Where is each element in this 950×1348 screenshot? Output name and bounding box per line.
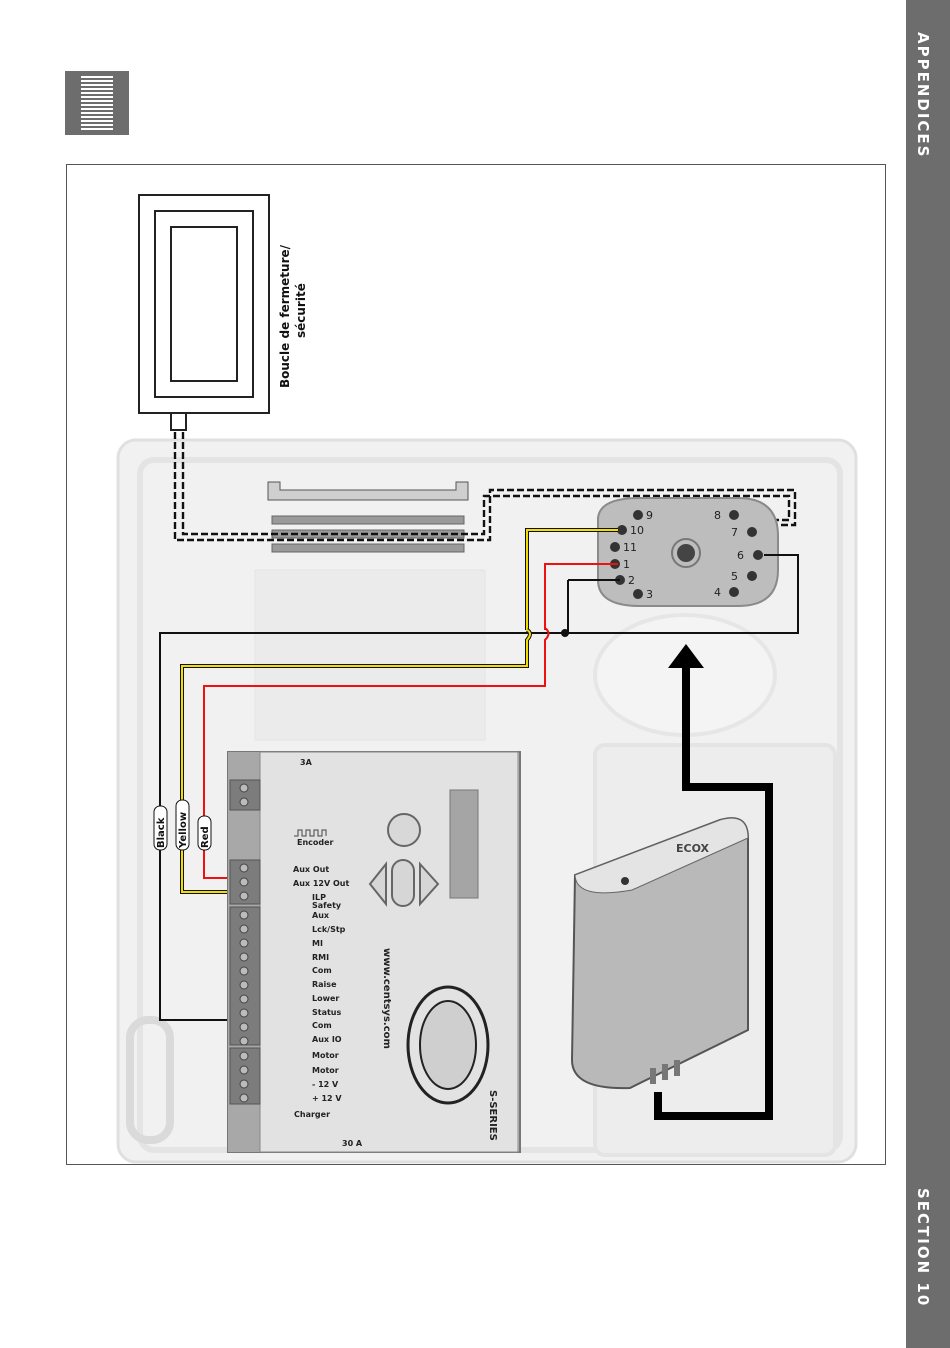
terminal-com-2: Com [312, 1021, 332, 1030]
pin-6: 6 [737, 549, 744, 562]
safety-loop [139, 195, 269, 430]
terminal-lck-stp: Lck/Stp [312, 925, 346, 934]
terminal-safety: Safety [312, 901, 342, 910]
terminal-status: Status [312, 1008, 342, 1017]
yellow-wire-label: Yellow [178, 812, 189, 849]
terminal-motor-2: Motor [312, 1066, 339, 1075]
terminal-lower: Lower [312, 994, 339, 1003]
module-brand-label: ECOX [676, 842, 710, 855]
pin-7: 7 [731, 526, 738, 539]
pin-3: 3 [646, 588, 653, 601]
fuse-3a-label: 3A [300, 758, 313, 767]
terminal-mi: MI [312, 939, 323, 948]
black-wire-label: Black [156, 817, 167, 848]
terminal-plus-12v: + 12 V [312, 1094, 342, 1103]
terminal-minus-12v: - 12 V [312, 1080, 339, 1089]
pin-10: 10 [630, 524, 644, 537]
terminal-aux-out: Aux Out [293, 865, 329, 874]
pin-9: 9 [646, 509, 653, 522]
pin-5: 5 [731, 570, 738, 583]
loop-label-line1: Boucle de fermeture/ [278, 244, 292, 388]
encoder-label: Encoder [297, 838, 334, 847]
terminal-aux-12v: Aux 12V Out [293, 879, 349, 888]
red-wire-label: Red [200, 826, 211, 848]
loop-label-line2: sécurité [294, 283, 308, 338]
terminal-raise: Raise [312, 980, 337, 989]
fuse-30a-label: 30 A [342, 1139, 363, 1148]
controller-board [228, 752, 520, 1152]
pin-4: 4 [714, 586, 721, 599]
series-label: S-SERIES [487, 1090, 498, 1141]
terminal-aux-io: Aux IO [312, 1035, 342, 1044]
pin-11: 11 [623, 541, 637, 554]
pin-8: 8 [714, 509, 721, 522]
terminal-com-1: Com [312, 966, 332, 975]
charger-label: Charger [294, 1110, 330, 1119]
terminal-motor-1: Motor [312, 1051, 339, 1060]
terminal-rmi: RMI [312, 953, 329, 962]
loop-label: Boucle de fermeture/ sécurité [278, 244, 308, 388]
pin-1: 1 [623, 558, 630, 571]
website-label: www.centsys.com [381, 948, 392, 1049]
terminal-aux: Aux [312, 911, 330, 920]
pin-2: 2 [628, 574, 635, 587]
